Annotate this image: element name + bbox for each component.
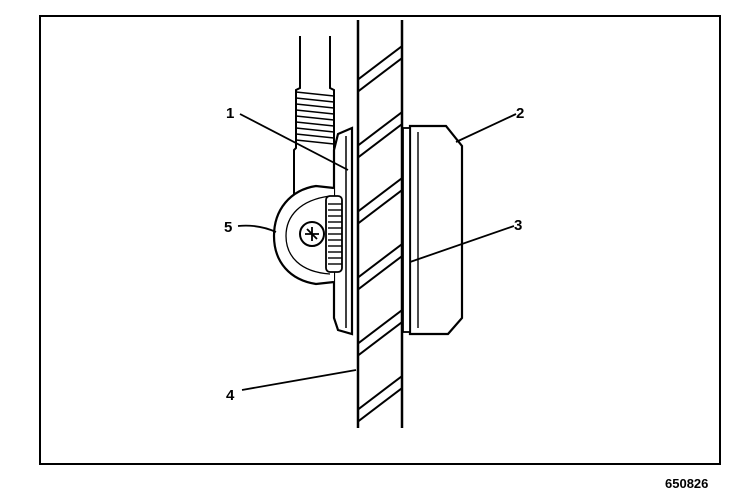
- callout-4: 4: [226, 387, 235, 404]
- leader-lines: [237, 113, 517, 391]
- callout-5: 5: [224, 219, 232, 236]
- antenna-mast: [293, 36, 337, 198]
- mast-threads: [295, 91, 335, 145]
- leader-5: [237, 224, 277, 233]
- leader-4: [241, 369, 357, 391]
- figure-frame: [39, 15, 721, 465]
- callout-2: 2: [516, 105, 524, 122]
- figure-id: 650826: [665, 476, 708, 491]
- swivel-knuckle: [272, 184, 343, 286]
- body-panel: [356, 20, 404, 428]
- callout-3: 3: [514, 217, 522, 234]
- leader-2: [455, 113, 517, 143]
- leader-3: [409, 225, 515, 263]
- inner-mount-base: [408, 124, 464, 336]
- leader-1: [239, 113, 349, 171]
- panel-hatching: [358, 44, 402, 423]
- mount-gasket: [402, 127, 411, 333]
- outer-bezel: [332, 126, 354, 336]
- callout-1: 1: [226, 105, 234, 122]
